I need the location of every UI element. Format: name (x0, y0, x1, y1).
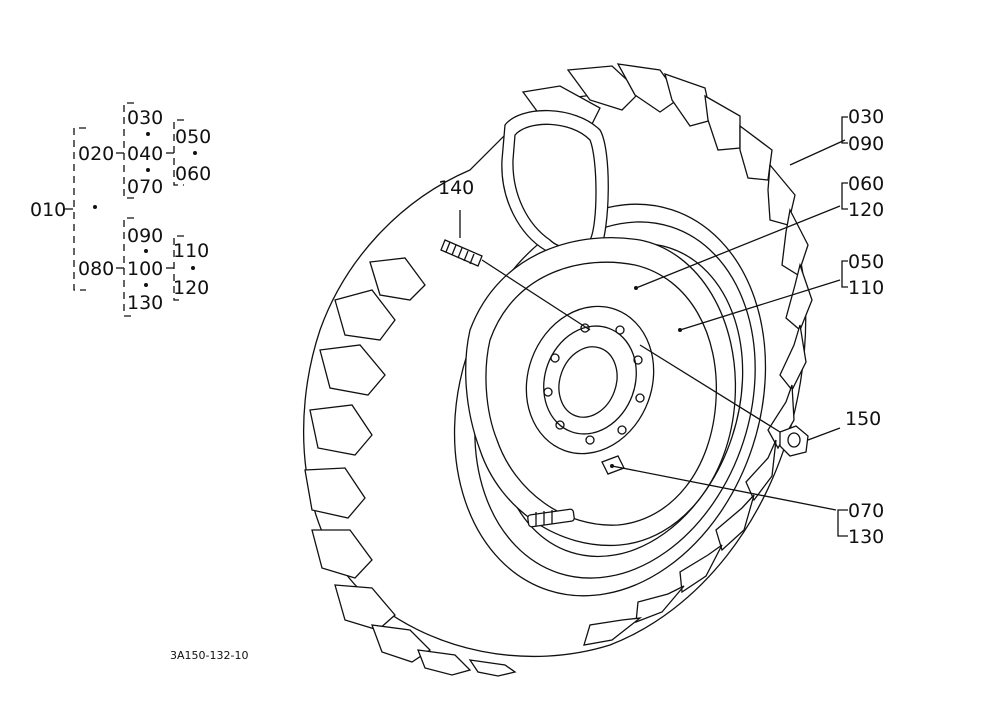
valve-stem (527, 508, 575, 528)
callout-labels: 140 150 030 090 060 120 050 110 070 130 (438, 106, 884, 548)
callout-110: 110 (848, 277, 884, 299)
callout-050: 050 (848, 251, 884, 273)
drawing-id: 3A150-132-10 (170, 649, 248, 662)
callout-030: 030 (848, 106, 884, 128)
tree-100: 100 (127, 258, 163, 280)
tree-020: 020 (78, 143, 114, 165)
callout-130: 130 (848, 526, 884, 548)
callout-070: 070 (848, 500, 884, 522)
callout-150: 150 (845, 408, 881, 430)
tree-080: 080 (78, 258, 114, 280)
tree-030: 030 (127, 107, 163, 129)
callout-090: 090 (848, 133, 884, 155)
tree-110: 110 (173, 240, 209, 262)
tree-060: 060 (175, 163, 211, 185)
tree-120: 120 (173, 277, 209, 299)
callout-060: 060 (848, 173, 884, 195)
bolt-ring (543, 323, 645, 445)
tree-130: 130 (127, 292, 163, 314)
tree-070: 070 (127, 176, 163, 198)
callout-120: 120 (848, 199, 884, 221)
tree-root-010: 010 (30, 199, 66, 221)
tree-050: 050 (175, 126, 211, 148)
part-hierarchy-tree: 010 020 030 040 070 050 060 080 090 100 … (30, 102, 211, 317)
nut-part-150 (639, 344, 841, 457)
callout-140: 140 (438, 177, 474, 199)
tire-lugs (304, 63, 813, 677)
stud-part-140 (440, 210, 591, 331)
tree-090: 090 (127, 225, 163, 247)
leader-lines (610, 116, 848, 537)
tree-040: 040 (127, 143, 163, 165)
wheel-rim (465, 237, 737, 547)
